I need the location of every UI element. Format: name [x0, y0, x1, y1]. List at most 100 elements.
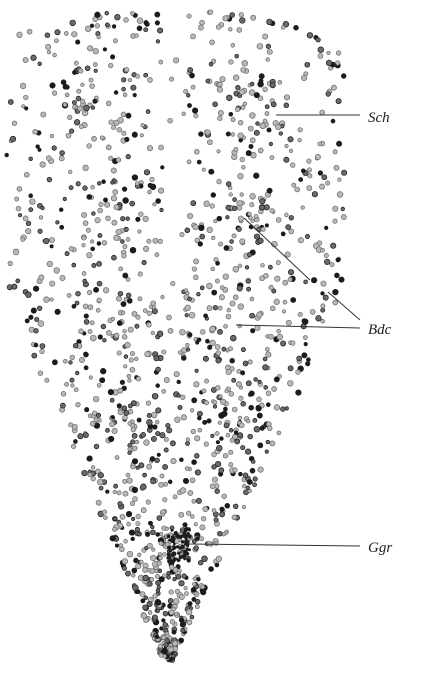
cell-dot — [266, 440, 270, 444]
cell-dot — [78, 434, 83, 439]
cell-dot — [106, 428, 110, 432]
granule-dot — [171, 538, 175, 542]
cell-dot — [59, 156, 64, 161]
cell-dot — [237, 206, 242, 211]
cell-dot — [97, 383, 101, 387]
cell-dot — [198, 225, 204, 231]
cell-dot — [288, 269, 293, 274]
cell-dot — [146, 401, 151, 406]
granule-dot — [176, 536, 179, 539]
cell-dot — [64, 32, 68, 36]
granule-dot — [186, 539, 189, 542]
cell-dot — [132, 132, 137, 137]
cell-dot — [113, 490, 117, 494]
cell-dot — [296, 390, 302, 396]
granule-dot — [167, 534, 171, 538]
cell-dot — [263, 365, 269, 371]
cell-dot — [184, 592, 188, 596]
cell-dot — [122, 87, 126, 91]
cell-dot — [192, 398, 197, 403]
cell-dot — [128, 422, 132, 426]
cell-dot — [102, 240, 107, 245]
cell-dot — [49, 237, 54, 242]
cell-dot — [140, 592, 145, 597]
cell-dot — [254, 426, 260, 432]
cell-dot — [318, 47, 324, 53]
cell-dot — [115, 544, 118, 547]
cell-dot — [133, 497, 138, 502]
cell-dot — [192, 267, 197, 272]
cell-dot — [76, 291, 81, 296]
cell-dot — [180, 232, 184, 236]
cell-dot — [220, 286, 224, 290]
cell-dot — [301, 169, 305, 173]
cell-dot — [182, 112, 186, 116]
cell-dot — [82, 272, 86, 276]
cell-dot — [339, 277, 344, 282]
cell-dot — [173, 599, 179, 605]
cell-dot — [155, 12, 160, 17]
cell-dot — [168, 647, 173, 652]
cell-dot — [152, 393, 158, 399]
granule-dot — [183, 531, 186, 534]
cell-dot — [250, 297, 254, 301]
cell-dot — [218, 82, 223, 87]
cell-dot — [245, 449, 250, 454]
cell-dot — [186, 511, 190, 515]
cell-dot — [241, 67, 246, 72]
granule-dot — [183, 535, 187, 539]
cell-dot — [79, 329, 84, 334]
cell-dot — [136, 377, 141, 382]
cell-dot — [162, 350, 166, 354]
cell-dot — [249, 391, 254, 396]
cell-dot — [156, 589, 160, 593]
cell-dot — [195, 436, 200, 441]
cell-dot — [127, 522, 131, 526]
cell-dot — [243, 102, 247, 106]
cell-dot — [45, 378, 49, 382]
cell-dot — [25, 319, 29, 323]
cell-dot — [130, 11, 134, 15]
cell-dot — [155, 21, 159, 25]
cell-dot — [100, 378, 105, 383]
cell-dot — [141, 484, 147, 490]
cell-dot — [320, 110, 325, 115]
cell-dot — [253, 418, 257, 422]
cell-dot — [219, 468, 224, 473]
cell-dot — [128, 379, 132, 383]
cell-dot — [116, 296, 121, 301]
cell-dot — [97, 281, 102, 286]
cell-dot — [47, 50, 51, 54]
cell-dot — [246, 150, 251, 155]
cell-dot — [164, 628, 168, 632]
cell-dot — [167, 571, 171, 575]
cell-dot — [321, 319, 325, 323]
cell-dot — [155, 458, 160, 463]
cell-dot — [103, 48, 106, 51]
cell-dot — [217, 87, 222, 92]
cell-dot — [97, 479, 103, 485]
cell-dot — [189, 73, 194, 78]
cell-dot — [166, 423, 170, 427]
cell-dot — [137, 418, 141, 422]
cell-dot — [129, 530, 134, 535]
cell-dot — [239, 89, 244, 94]
cell-dot — [151, 436, 156, 441]
cell-dot — [250, 194, 256, 200]
cell-dot — [172, 641, 177, 646]
cell-dot — [130, 201, 135, 206]
cell-dot — [117, 351, 121, 355]
cell-dot — [100, 368, 106, 374]
cell-dot — [287, 380, 293, 386]
cell-dot — [21, 237, 25, 241]
cell-dot — [174, 371, 179, 376]
cell-dot — [294, 25, 299, 30]
cell-dot — [29, 208, 33, 212]
cell-dot — [102, 180, 106, 184]
cell-dot — [15, 197, 19, 201]
cell-dot — [226, 205, 231, 210]
cell-dot — [25, 228, 30, 233]
cell-dot — [223, 407, 227, 411]
cell-dot — [212, 509, 216, 513]
